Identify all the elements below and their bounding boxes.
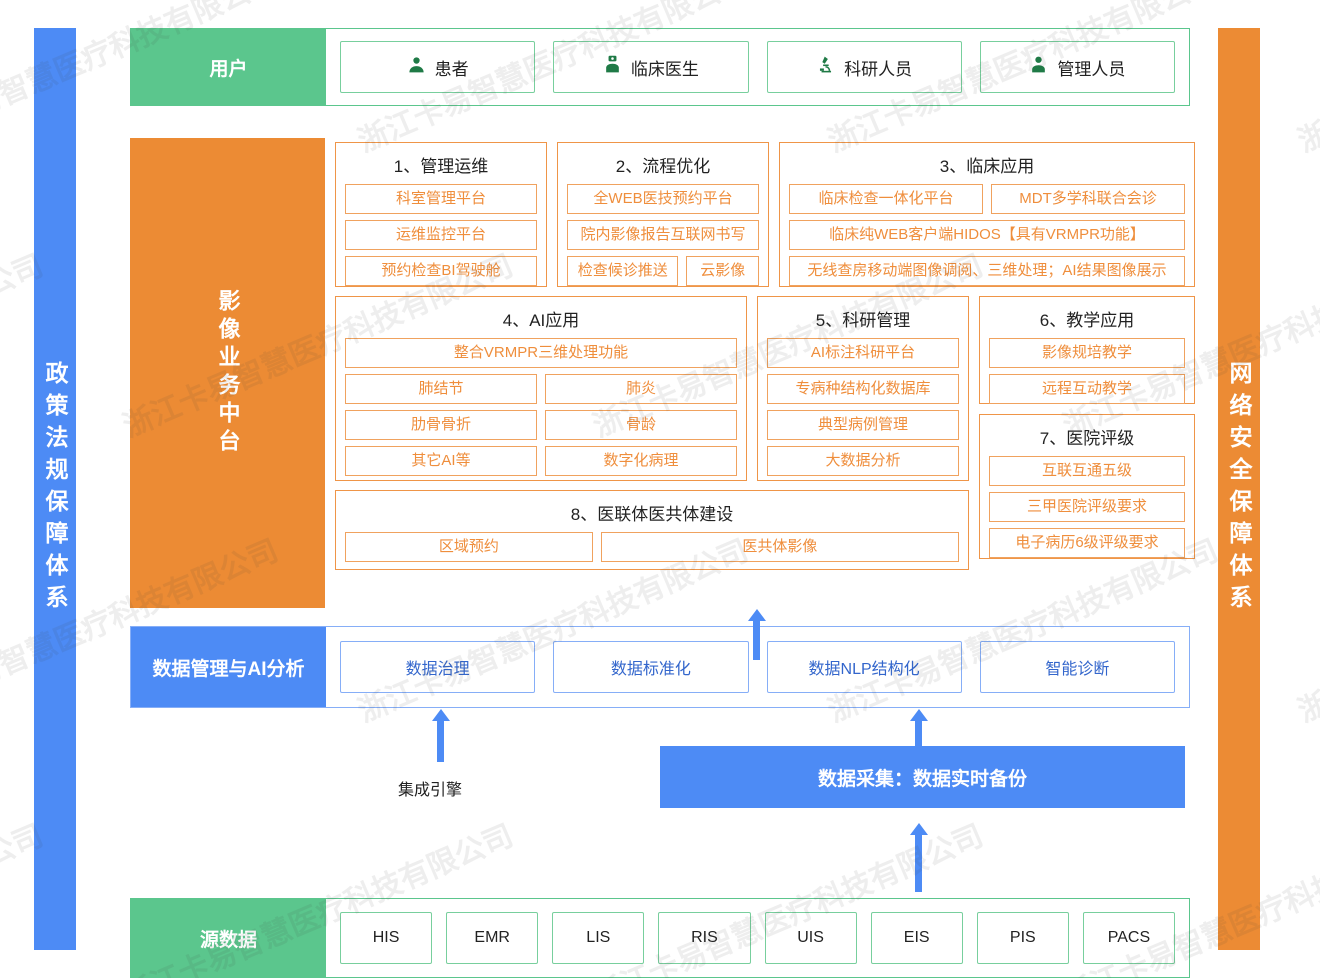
source-item-pis[interactable]: PIS xyxy=(976,912,1069,964)
user-role-label: 科研人员 xyxy=(844,59,913,79)
group-research-management: 5、科研管理 AI标注科研平台 专病种结构化数据库 典型病例管理 大数据分析 xyxy=(757,296,969,481)
group-title: 1、管理运维 xyxy=(393,157,489,176)
data-item-smart-diagnosis[interactable]: 智能诊断 xyxy=(979,641,1175,693)
group-ai-application: 4、AI应用 整合VRMPR三维处理功能 肺结节 肺炎 肋骨骨折 骨龄 其它AI… xyxy=(335,296,747,481)
user-icon xyxy=(407,55,426,79)
chip-item[interactable]: 云影像 xyxy=(686,256,759,286)
chip-item[interactable]: 肺结节 xyxy=(345,374,537,404)
chip-item[interactable]: 无线查房移动端图像调阅、三维处理；AI结果图像展示 xyxy=(789,256,1185,286)
chip-item[interactable]: 专病种结构化数据库 xyxy=(767,374,959,404)
band-imaging-platform-label: 影像业务中台 xyxy=(130,138,325,608)
band-data-management-label: 数据管理与AI分析 xyxy=(131,627,326,707)
chip-item[interactable]: 科室管理平台 xyxy=(345,184,537,214)
chip-item[interactable]: 肋骨骨折 xyxy=(345,410,537,440)
chip-item[interactable]: 院内影像报告互联网书写 xyxy=(567,220,759,250)
chip-row: 肺结节 肺炎 xyxy=(345,374,737,404)
chip-item[interactable]: 区域预约 xyxy=(345,532,593,562)
chip-row: 检查候诊推送 云影像 xyxy=(567,256,759,286)
band-source-data-items: HIS EMR LIS RIS UIS EIS PIS PACS xyxy=(326,899,1189,977)
band-source-data: 源数据 HIS EMR LIS RIS UIS EIS PIS PACS xyxy=(130,898,1190,978)
data-collection-box[interactable]: 数据采集：数据实时备份 xyxy=(660,746,1185,808)
chip-item[interactable]: 骨龄 xyxy=(545,410,737,440)
source-item-ris[interactable]: RIS xyxy=(658,912,751,964)
doctor-icon xyxy=(603,55,622,79)
data-item-nlp-structuring[interactable]: 数据NLP结构化 xyxy=(766,641,962,693)
microscope-icon xyxy=(816,55,835,79)
chip-item[interactable]: 临床纯WEB客户端HIDOS【具有VRMPR功能】 xyxy=(789,220,1185,250)
group-title: 5、科研管理 xyxy=(815,311,911,330)
chip-item[interactable]: MDT多学科联合会诊 xyxy=(991,184,1185,214)
chip-item[interactable]: 影像规培教学 xyxy=(989,338,1185,368)
band-imaging-platform: 影像业务中台 1、管理运维 科室管理平台 运维监控平台 预约检查BI驾驶舱 2、… xyxy=(130,138,1195,608)
chip-row: 肋骨骨折 骨龄 xyxy=(345,410,737,440)
group-management-ops: 1、管理运维 科室管理平台 运维监控平台 预约检查BI驾驶舱 xyxy=(335,142,547,287)
group-title: 4、AI应用 xyxy=(502,311,580,330)
group-title: 6、教学应用 xyxy=(1039,311,1135,330)
arrow-data-to-platform xyxy=(753,620,760,660)
group-process-optimization: 2、流程优化 全WEB医技预约平台 院内影像报告互联网书写 检查候诊推送 云影像 xyxy=(557,142,769,287)
chip-item[interactable]: 医共体影像 xyxy=(600,532,959,562)
chip-item[interactable]: 数字化病理 xyxy=(545,446,737,476)
chip-item[interactable]: 预约检查BI驾驶舱 xyxy=(345,256,537,286)
band-user-items: 患者 临床医生 科研人员 xyxy=(326,29,1189,105)
source-item-lis[interactable]: LIS xyxy=(552,912,645,964)
manager-icon xyxy=(1029,55,1048,79)
chip-item[interactable]: 整合VRMPR三维处理功能 xyxy=(345,338,737,368)
group-title: 7、医院评级 xyxy=(1039,429,1135,448)
chip-item[interactable]: 大数据分析 xyxy=(767,446,959,476)
chip-item[interactable]: 远程互动教学 xyxy=(989,374,1185,404)
chip-row: 区域预约 医共体影像 xyxy=(345,532,959,562)
band-imaging-platform-groups: 1、管理运维 科室管理平台 运维监控平台 预约检查BI驾驶舱 2、流程优化 全W… xyxy=(325,138,1195,608)
group-medical-alliance: 8、医联体医共体建设 区域预约 医共体影像 xyxy=(335,490,969,570)
chip-item[interactable]: 检查候诊推送 xyxy=(567,256,679,286)
chip-item[interactable]: 肺炎 xyxy=(545,374,737,404)
left-sidebar-policy: 政策法规保障体系 xyxy=(34,28,76,950)
user-role-researcher[interactable]: 科研人员 xyxy=(766,41,962,93)
source-item-emr[interactable]: EMR xyxy=(446,912,539,964)
data-item-governance[interactable]: 数据治理 xyxy=(340,641,536,693)
chip-item[interactable]: 临床检查一体化平台 xyxy=(789,184,983,214)
integration-engine-label: 集成引擎 xyxy=(397,782,462,799)
chip-item[interactable]: 典型病例管理 xyxy=(767,410,959,440)
right-sidebar-security: 网络安全保障体系 xyxy=(1218,28,1260,950)
chip-item[interactable]: 互联互通五级 xyxy=(989,456,1185,486)
user-role-patient[interactable]: 患者 xyxy=(340,41,536,93)
chip-item[interactable]: AI标注科研平台 xyxy=(767,338,959,368)
source-item-eis[interactable]: EIS xyxy=(870,912,963,964)
arrow-source-to-collection xyxy=(915,834,922,892)
chip-item[interactable]: 电子病历6级评级要求 xyxy=(989,528,1185,558)
band-data-management: 数据管理与AI分析 数据治理 数据标准化 数据NLP结构化 智能诊断 xyxy=(130,626,1190,708)
user-role-label: 临床医生 xyxy=(630,59,699,79)
group-hospital-rating: 7、医院评级 互联互通五级 三甲医院评级要求 电子病历6级评级要求 xyxy=(979,414,1195,559)
user-role-administrator[interactable]: 管理人员 xyxy=(979,41,1175,93)
chip-item[interactable]: 三甲医院评级要求 xyxy=(989,492,1185,522)
user-role-label: 管理人员 xyxy=(1057,59,1126,79)
data-item-standardization[interactable]: 数据标准化 xyxy=(553,641,749,693)
group-clinical-application: 3、临床应用 临床检查一体化平台 MDT多学科联合会诊 临床纯WEB客户端HID… xyxy=(779,142,1195,287)
band-collection: 集成引擎 数据采集：数据实时备份 xyxy=(130,708,1190,898)
user-role-label: 患者 xyxy=(434,59,469,79)
arrow-source-to-data-engine xyxy=(437,720,444,762)
band-user: 用户 患者 临床医生 xyxy=(130,28,1190,106)
group-teaching-application: 6、教学应用 影像规培教学 远程互动教学 xyxy=(979,296,1195,404)
group-title: 8、医联体医共体建设 xyxy=(570,505,734,524)
group-title: 2、流程优化 xyxy=(615,157,711,176)
band-data-management-items: 数据治理 数据标准化 数据NLP结构化 智能诊断 xyxy=(326,627,1189,707)
source-item-pacs[interactable]: PACS xyxy=(1082,912,1175,964)
chip-item[interactable]: 其它AI等 xyxy=(345,446,537,476)
source-item-uis[interactable]: UIS xyxy=(764,912,857,964)
chip-row: 其它AI等 数字化病理 xyxy=(345,446,737,476)
user-role-clinician[interactable]: 临床医生 xyxy=(553,41,749,93)
band-user-label: 用户 xyxy=(131,29,326,105)
band-source-data-label: 源数据 xyxy=(131,899,326,977)
arrow-collection-to-data xyxy=(915,720,922,762)
chip-item[interactable]: 全WEB医技预约平台 xyxy=(567,184,759,214)
source-item-his[interactable]: HIS xyxy=(340,912,433,964)
chip-row: 临床检查一体化平台 MDT多学科联合会诊 xyxy=(789,184,1185,214)
group-title: 3、临床应用 xyxy=(939,157,1035,176)
chip-item[interactable]: 运维监控平台 xyxy=(345,220,537,250)
center-column: 用户 患者 临床医生 xyxy=(130,28,1195,978)
